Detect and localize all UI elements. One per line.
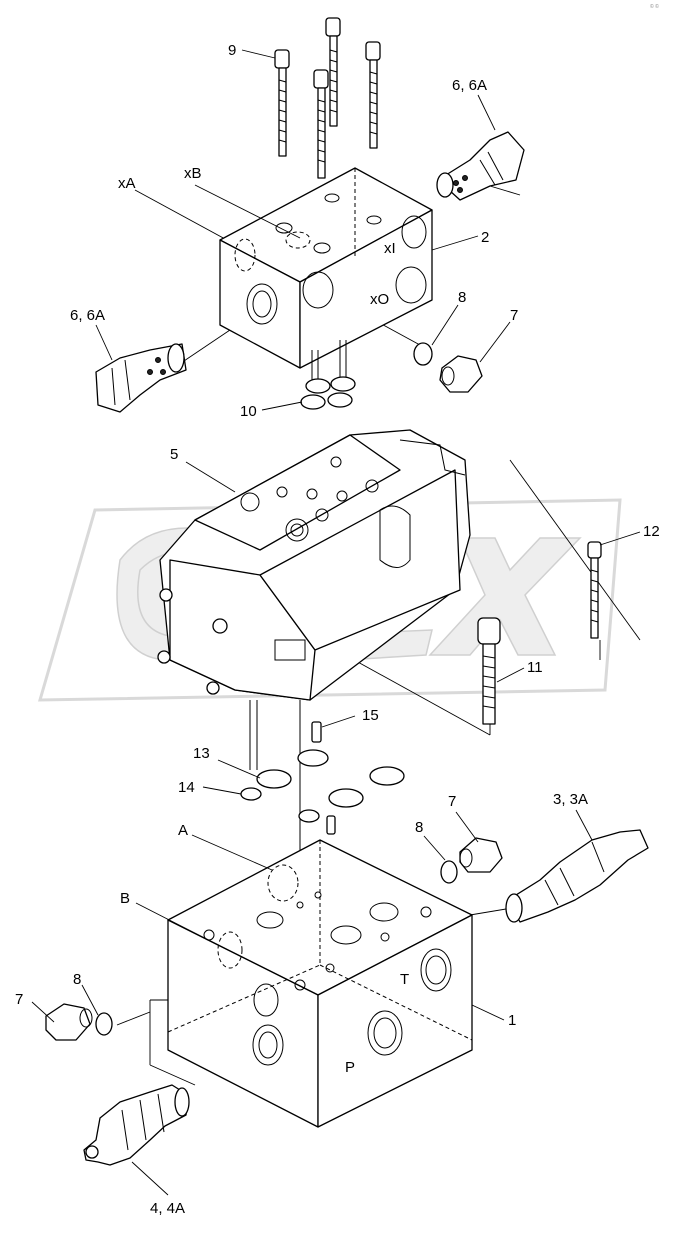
o-ring-8-top — [413, 342, 433, 366]
bolt-1 — [274, 49, 290, 157]
bolt-2 — [325, 17, 341, 127]
plug-7-bottom — [45, 1003, 93, 1041]
label-3-3a: 3, 3A — [553, 791, 588, 808]
pin-lower — [326, 815, 336, 835]
label-xo: xO — [370, 291, 389, 308]
label-9: 9 — [228, 42, 236, 59]
label-a: A — [178, 822, 188, 839]
label-10: 10 — [240, 403, 257, 420]
o-ring-set-10 — [300, 376, 356, 410]
bolt-3 — [313, 69, 329, 179]
o-ring-8-mid — [440, 860, 458, 884]
cartridge-6-left — [95, 343, 187, 413]
valve-block-bottom — [167, 839, 473, 1128]
label-t: T — [400, 971, 409, 988]
label-xa: xA — [118, 175, 136, 192]
label-b: B — [120, 890, 130, 907]
callout-labels: 9 6, 6A xA xB xI 2 xO 6, 6A 8 7 10 5 12 … — [15, 42, 660, 1217]
valve-block-top — [219, 167, 433, 380]
bolt-4 — [365, 41, 381, 149]
label-4-4a: 4, 4A — [150, 1200, 185, 1217]
pin-15 — [311, 721, 322, 743]
label-5: 5 — [170, 446, 178, 463]
label-6-6a-left: 6, 6A — [70, 307, 105, 324]
label-2: 2 — [481, 229, 489, 246]
label-8-bottom: 8 — [73, 971, 81, 988]
label-xi: xI — [384, 240, 396, 257]
label-15: 15 — [362, 707, 379, 724]
label-11: 11 — [527, 659, 543, 676]
label-7-bottom: 7 — [15, 991, 23, 1008]
label-8-mid: 8 — [415, 819, 423, 836]
label-8-top: 8 — [458, 289, 466, 306]
label-13: 13 — [193, 745, 210, 762]
bolt-set-top — [274, 17, 381, 179]
plug-7-mid — [459, 837, 503, 873]
cartridge-4 — [83, 1084, 190, 1166]
cartridge-3 — [505, 829, 649, 923]
valve-body-5 — [157, 429, 471, 990]
label-p: P — [345, 1059, 355, 1076]
label-1: 1 — [508, 1012, 516, 1029]
bolt-11 — [477, 617, 501, 725]
plug-7-top — [439, 355, 483, 393]
label-leaders — [31, 49, 641, 1196]
label-6-6a-top: 6, 6A — [452, 77, 487, 94]
cartridge-6-top — [436, 131, 525, 201]
o-ring-8-bottom — [95, 1012, 113, 1036]
corner-mark: © © — [650, 3, 659, 10]
label-12: 12 — [643, 523, 660, 540]
label-7-mid: 7 — [448, 793, 456, 810]
label-xb: xB — [184, 165, 202, 182]
label-7-top: 7 — [510, 307, 518, 324]
o-ring-set-13-14 — [240, 749, 405, 823]
bolt-12 — [587, 541, 602, 639]
label-14: 14 — [178, 779, 195, 796]
